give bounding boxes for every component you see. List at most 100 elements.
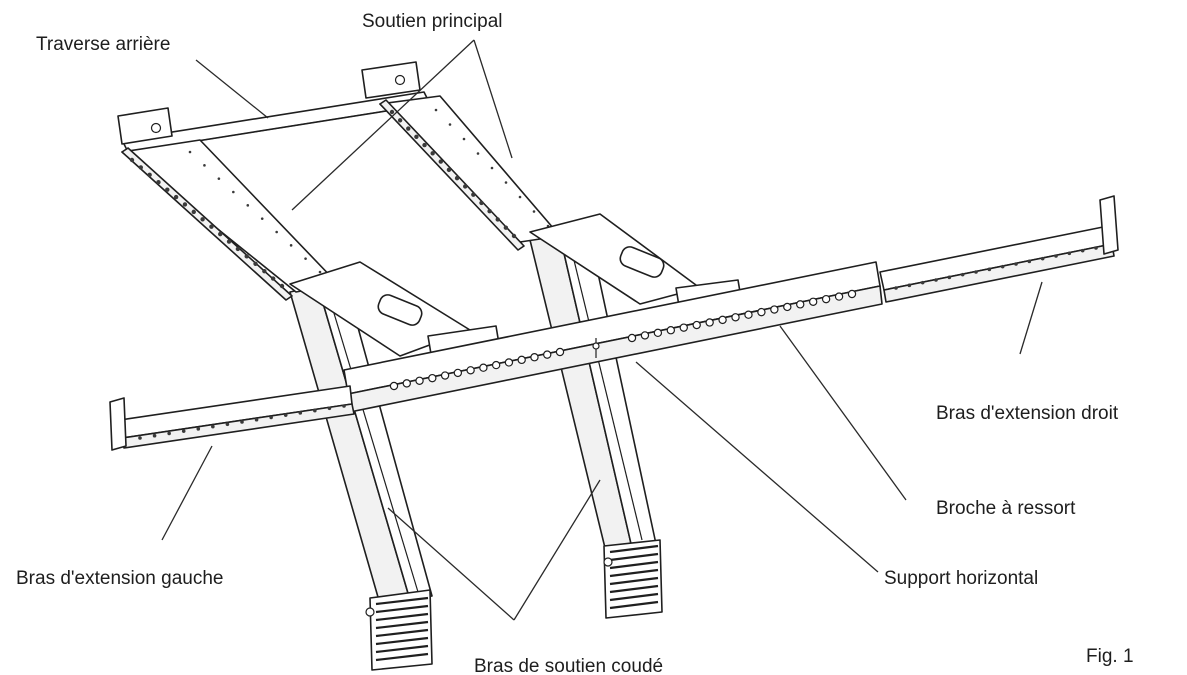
rail-hole: [182, 202, 188, 207]
sleeve-hole: [627, 333, 637, 343]
foot-tread: [609, 584, 659, 594]
rail-hole: [244, 254, 249, 259]
sleeve-hole: [847, 289, 857, 299]
sleeve-hole: [415, 376, 424, 385]
rail-tick: [246, 204, 250, 207]
rail-tick: [462, 137, 466, 141]
rail-tick: [434, 108, 438, 112]
rail-hole: [279, 283, 285, 289]
foot-tread: [375, 636, 429, 646]
rail-hole: [200, 217, 205, 222]
rail-tick: [504, 181, 508, 184]
arm-hole: [254, 417, 259, 422]
arm-hole: [894, 286, 898, 290]
rail-hole: [479, 200, 484, 206]
right-extension-arm: [879, 195, 1119, 303]
rail-hole: [414, 134, 419, 139]
arm-hole: [152, 433, 157, 438]
sleeve-hole: [718, 315, 727, 325]
foot-tread: [375, 652, 429, 662]
arm-hole: [283, 413, 288, 417]
label-main-support: Soutien principal: [362, 11, 502, 32]
rail-tick: [476, 152, 480, 155]
rail-hole: [430, 151, 435, 156]
arm-hole: [1000, 264, 1005, 269]
sleeve-hole: [834, 292, 844, 301]
rail-tick: [232, 190, 235, 194]
label-horizontal-support: Support horizontal: [884, 568, 1038, 589]
foot-tread: [609, 592, 659, 602]
arm-hole: [1094, 246, 1098, 250]
arm-hole: [1040, 256, 1045, 261]
rail-hole: [422, 142, 427, 148]
arm-hole: [947, 275, 952, 280]
label-spring-pin: Broche à ressort: [936, 498, 1076, 519]
sleeve-hole: [504, 358, 514, 367]
rail-tick: [203, 164, 206, 167]
foot-tread: [375, 644, 429, 654]
rail-hole: [503, 225, 509, 230]
rail-hole: [191, 209, 196, 215]
sleeve-hole: [402, 379, 411, 388]
foot-tread: [375, 612, 429, 622]
rail-hole: [218, 231, 223, 237]
arm-hole: [138, 436, 142, 440]
arm-hole: [974, 270, 978, 274]
arm-hole: [934, 278, 938, 282]
arm-hole: [225, 422, 230, 427]
rail-tick: [260, 217, 264, 220]
rail-hole: [138, 165, 144, 170]
sleeve-hole: [808, 297, 818, 306]
sleeve-hole: [479, 363, 488, 372]
rail-hole: [471, 192, 476, 197]
foot-tread: [609, 568, 659, 578]
arm-hole: [181, 429, 186, 433]
rail-hole: [511, 233, 517, 239]
rail-hole: [147, 172, 152, 178]
sleeve-hole: [466, 366, 475, 375]
rail-hole: [173, 194, 179, 200]
sleeve-hole: [666, 326, 676, 335]
foot-tread: [609, 560, 659, 570]
sleeve-hole: [491, 360, 501, 370]
sleeve-hole: [555, 347, 565, 357]
sleeve-hole: [543, 350, 552, 359]
leader-lines: [161, 39, 1043, 621]
rail-hole: [454, 175, 460, 181]
label-left-extension-arm: Bras d'extension gauche: [16, 568, 224, 589]
rail-hole: [129, 157, 135, 163]
rail-hole: [463, 184, 468, 189]
left-extension-arm: [109, 385, 355, 451]
label-rear-crossbar: Traverse arrière: [36, 34, 170, 55]
arm-hole: [313, 408, 317, 413]
rail-hole: [226, 239, 232, 244]
sleeve-hole: [640, 331, 650, 340]
rail-tick: [188, 150, 192, 154]
arm-hole: [1054, 254, 1058, 258]
foot-tread: [609, 576, 659, 586]
left-bent-leg: [289, 283, 433, 671]
sleeve-hole: [821, 294, 831, 304]
right-main-support: [379, 95, 561, 251]
label-bent-support-arm: Bras de soutien coudé: [474, 656, 663, 675]
sleeve-hole: [692, 320, 701, 330]
foot-tread: [609, 552, 659, 562]
arm-hole: [240, 420, 244, 424]
arm-hole: [960, 272, 965, 277]
rail-tick: [304, 257, 307, 260]
rail-tick: [532, 210, 536, 213]
rail-hole: [397, 118, 403, 123]
rail-hole: [389, 109, 395, 115]
arm-hole: [987, 267, 992, 272]
rail-tick: [289, 244, 293, 247]
left-main-support: [121, 139, 339, 301]
rail-tick: [518, 195, 522, 199]
arm-hole: [907, 283, 912, 288]
rail-hole: [406, 126, 411, 131]
arm-hole: [920, 280, 925, 285]
rail-hole: [495, 217, 500, 222]
sleeve-hole: [783, 302, 792, 312]
sleeve-hole: [796, 300, 805, 309]
